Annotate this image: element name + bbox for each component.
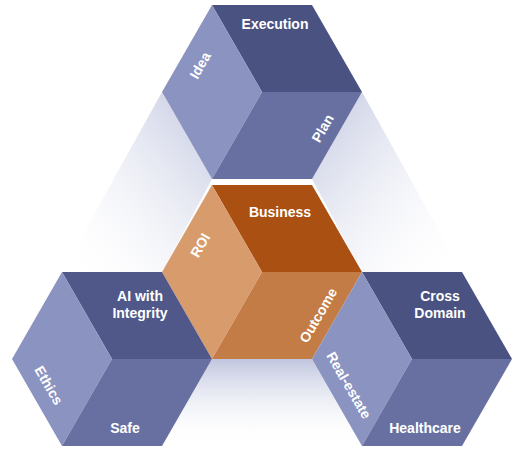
face-label: Cross Domain <box>400 288 480 322</box>
face-label: Safe <box>110 420 140 437</box>
right-face: Healthcare <box>387 419 463 438</box>
right-face: Safe <box>108 419 142 438</box>
cube-face <box>62 359 212 446</box>
cube-face <box>212 92 362 179</box>
top-face: Business <box>247 203 314 222</box>
top-face: Cross Domain <box>398 287 482 323</box>
top-face: Execution <box>240 15 311 34</box>
cube-face <box>362 359 512 446</box>
face-label: AI with Integrity <box>100 288 180 322</box>
face-label: Healthcare <box>389 420 461 437</box>
top-face: AI with Integrity <box>98 287 182 323</box>
face-label: Execution <box>242 16 309 33</box>
face-label: Business <box>249 204 311 221</box>
